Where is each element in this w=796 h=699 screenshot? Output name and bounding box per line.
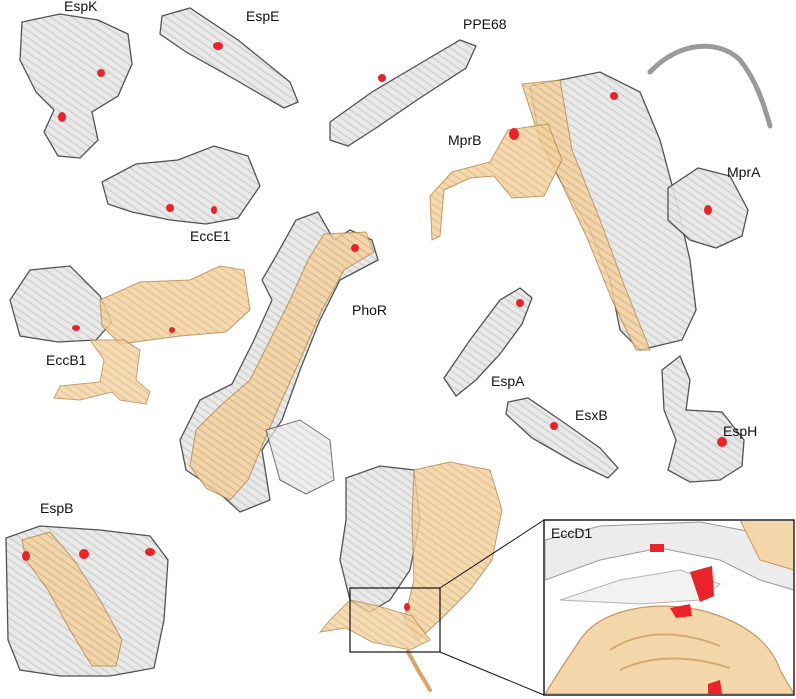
label-mprb: MprB [448,132,482,148]
binding-site-inset-1 [650,544,664,552]
binding-site-ppe68 [378,74,386,82]
label-espe: EspE [246,8,280,24]
label-ppe68: PPE68 [463,16,507,32]
binding-site-espb-3 [145,548,155,556]
label-mpra: MprA [727,164,761,180]
binding-site-eccd1 [404,603,410,611]
binding-site-espb-2 [79,549,89,559]
zoom-region-box [349,587,441,653]
label-phor: PhoR [352,302,388,318]
label-eccb1: EccB1 [46,352,87,368]
binding-site-espe [213,42,223,50]
binding-site-mprb-1 [509,128,519,140]
binding-site-ecce1-2 [211,206,217,214]
binding-site-inset-3 [670,604,692,618]
binding-site-espb-1 [22,551,30,561]
espb-structure [5,525,169,677]
binding-site-esxb [550,422,558,430]
label-espk: EspK [64,0,98,14]
ecce1-structure [101,145,261,225]
binding-site-mprb-2 [610,92,618,100]
zoom-connector-bottom [439,651,545,696]
binding-site-inset-4 [708,680,722,694]
esxb-structure [505,397,619,479]
label-eccd1: EccD1 [551,525,593,541]
phor-structure [179,211,379,513]
espa-structure [443,287,533,397]
espk-structure [19,13,133,159]
eccd1-structure [318,461,503,692]
ppe68-structure [329,39,477,147]
mprb-structure [429,43,773,351]
binding-site-espk-1 [97,69,105,77]
mpra-structure [667,167,749,249]
eccb1-structure [9,265,251,405]
label-espb: EspB [40,500,74,516]
esph-structure [661,354,745,483]
label-ecce1: EccE1 [190,228,231,244]
binding-site-espa [516,299,524,307]
binding-site-mpra [704,205,712,215]
binding-site-espk-2 [58,112,66,122]
binding-site-inset-2 [690,566,714,602]
zoom-connector-top [439,519,545,589]
label-esxb: EsxB [575,407,608,423]
label-espa: EspA [491,373,525,389]
binding-site-ecce1-1 [166,204,174,212]
label-esph: EspH [723,423,758,439]
binding-site-eccb1-1 [72,325,80,331]
eccd1-inset [543,519,795,696]
binding-site-phor [351,244,359,252]
binding-site-eccb1-2 [169,327,175,333]
binding-site-esph [717,437,727,447]
espe-structure [159,7,299,109]
